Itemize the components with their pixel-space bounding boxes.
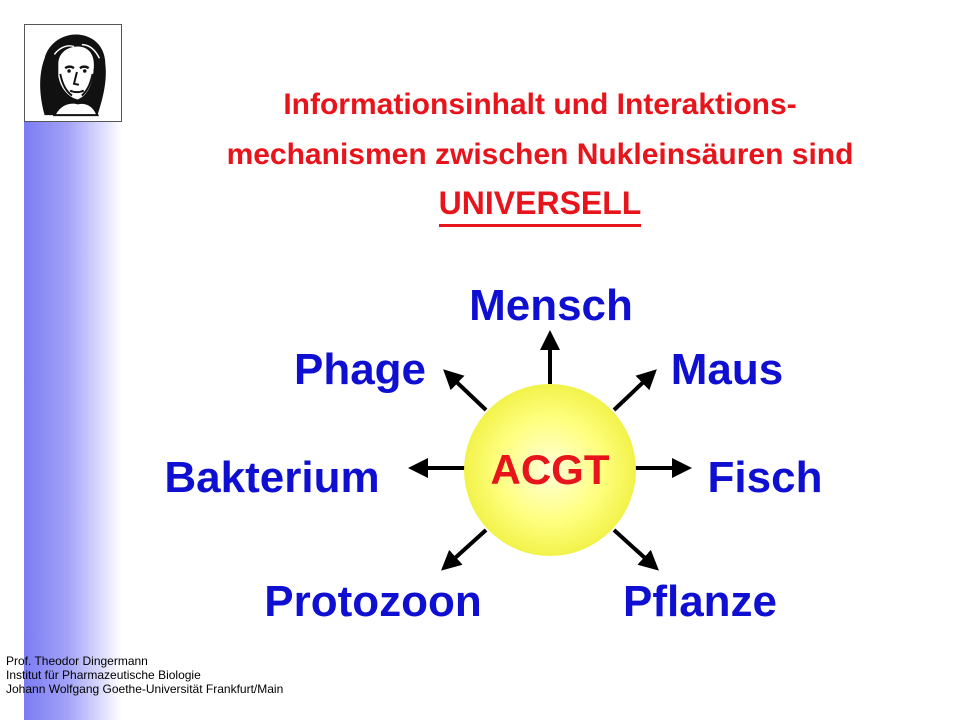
- side-gradient-bar: [24, 24, 122, 720]
- title-line-2: mechanismen zwischen Nukleinsäuren sind: [226, 138, 854, 171]
- label-protozoon: Protozoon: [264, 577, 482, 626]
- label-phage: Phage: [294, 345, 426, 394]
- label-bakterium: Bakterium: [164, 453, 379, 502]
- title-emphasis-text: UNIVERSELL: [438, 184, 642, 227]
- title-emphasis: UNIVERSELL: [130, 184, 950, 227]
- arrow-top-left: [443, 369, 488, 412]
- title-line-1: Informationsinhalt und Interaktions-: [283, 88, 797, 121]
- footer-university: Johann Wolfgang Goethe-Universität Frank…: [6, 682, 284, 696]
- goethe-portrait-logo-icon: [24, 24, 122, 122]
- arrow-top-right: [612, 369, 657, 412]
- center-ball: [464, 384, 636, 556]
- label-fisch: Fisch: [708, 453, 823, 502]
- footer: Prof. Theodor Dingermann Institut für Ph…: [6, 654, 283, 696]
- label-maus: Maus: [671, 345, 783, 394]
- arrow-bottom-left: [441, 528, 488, 571]
- arrow-bottom-right: [612, 528, 659, 571]
- footer-author: Prof. Theodor Dingermann: [6, 654, 148, 668]
- footer-institute: Institut für Pharmazeutische Biologie: [6, 668, 201, 682]
- label-mensch: Mensch: [469, 281, 633, 330]
- center-label: ACGT: [491, 446, 610, 493]
- label-pflanze: Pflanze: [623, 577, 777, 626]
